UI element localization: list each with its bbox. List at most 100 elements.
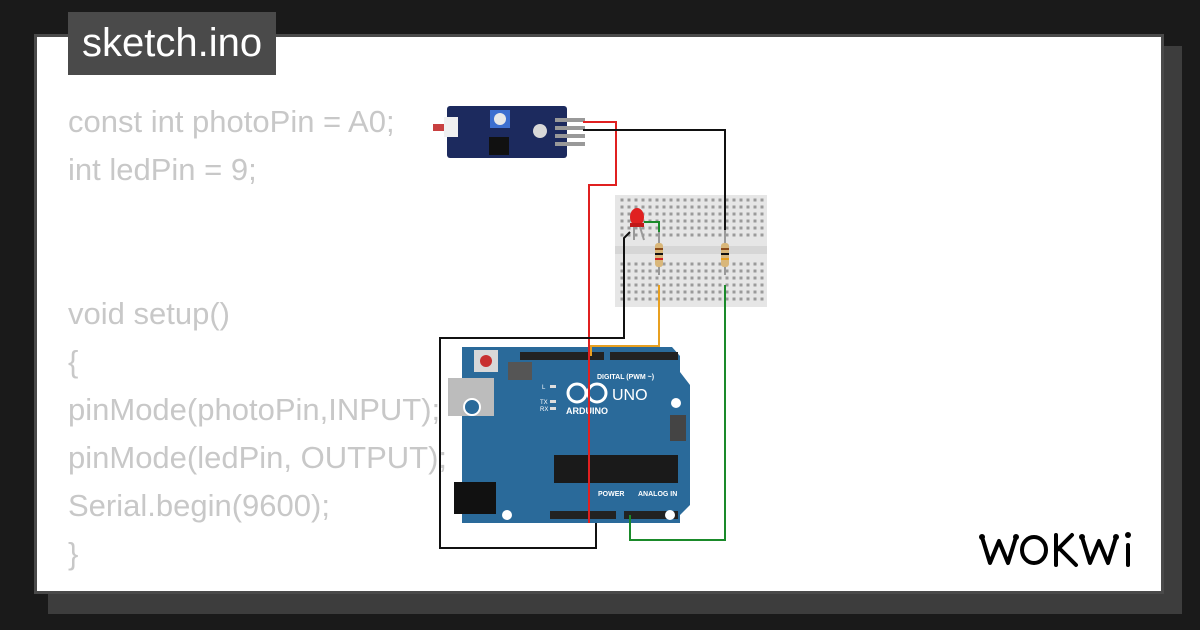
wire-black-gnd[interactable]: [439, 231, 631, 549]
breadboard-hole: [711, 290, 715, 294]
breadboard-hole: [648, 198, 652, 202]
breadboard-hole: [732, 233, 736, 237]
wire-red[interactable]: [583, 121, 617, 523]
breadboard-hole: [739, 290, 743, 294]
breadboard-hole: [711, 283, 715, 287]
breadboard-hole: [697, 219, 701, 223]
breadboard-hole: [620, 233, 624, 237]
breadboard-hole: [739, 233, 743, 237]
breadboard-hole: [753, 226, 757, 230]
breadboard-hole: [746, 290, 750, 294]
breadboard-hole: [627, 269, 631, 273]
power-header-label: POWER: [598, 491, 624, 498]
breadboard-hole: [655, 198, 659, 202]
breadboard-hole: [725, 297, 729, 301]
breadboard-hole: [725, 276, 729, 280]
breadboard-hole: [620, 290, 624, 294]
photoresistor-module[interactable]: [433, 106, 585, 158]
breadboard-hole: [739, 297, 743, 301]
wire-orange[interactable]: [590, 285, 660, 356]
breadboard-hole: [627, 198, 631, 202]
breadboard-hole: [662, 198, 666, 202]
board-brand-label: ARDUINO: [566, 406, 608, 416]
breadboard-hole: [704, 269, 708, 273]
breadboard-hole: [627, 290, 631, 294]
breadboard-hole: [662, 233, 666, 237]
code-line: {: [68, 344, 79, 379]
wokwi-logo: [979, 532, 1131, 567]
code-line: Serial.begin(9600);: [68, 488, 330, 523]
breadboard-hole: [683, 233, 687, 237]
breadboard-hole: [746, 198, 750, 202]
breadboard-hole: [760, 212, 764, 216]
breadboard-hole: [662, 226, 666, 230]
breadboard-hole: [683, 283, 687, 287]
breadboard-hole: [634, 205, 638, 209]
breadboard-hole: [669, 290, 673, 294]
breadboard-hole: [718, 212, 722, 216]
breadboard-hole: [711, 226, 715, 230]
resistor-1[interactable]: [655, 230, 663, 275]
breadboard-hole: [697, 276, 701, 280]
breadboard-hole: [676, 212, 680, 216]
breadboard-hole: [753, 297, 757, 301]
breadboard-hole: [732, 269, 736, 273]
breadboard-hole: [620, 262, 624, 266]
breadboard-hole: [697, 212, 701, 216]
on-led-label: ON: [692, 400, 703, 407]
breadboard-hole: [690, 233, 694, 237]
breadboard-hole: [655, 269, 659, 273]
wire-green-led[interactable]: [644, 221, 660, 232]
breadboard-hole: [662, 283, 666, 287]
code-line: pinMode(photoPin,INPUT);: [68, 392, 441, 427]
breadboard-hole: [648, 276, 652, 280]
breadboard-hole: [690, 262, 694, 266]
breadboard-hole: [711, 297, 715, 301]
wire-green-analog[interactable]: [629, 285, 726, 541]
breadboard-hole: [732, 205, 736, 209]
breadboard-hole: [641, 198, 645, 202]
breadboard-hole: [676, 233, 680, 237]
breadboard-hole: [669, 212, 673, 216]
breadboard-hole: [704, 198, 708, 202]
breadboard-hole: [662, 205, 666, 209]
breadboard-hole: [725, 283, 729, 287]
breadboard-hole: [753, 198, 757, 202]
breadboard-hole: [753, 283, 757, 287]
breadboard-hole: [676, 205, 680, 209]
file-tab[interactable]: sketch.ino: [68, 12, 277, 75]
breadboard-hole: [676, 276, 680, 280]
breadboard-hole: [732, 219, 736, 223]
red-led[interactable]: [630, 208, 645, 241]
breadboard-hole: [697, 283, 701, 287]
breadboard-hole: [753, 205, 757, 209]
breadboard-hole: [739, 283, 743, 287]
breadboard-hole: [690, 290, 694, 294]
breadboard-hole: [697, 205, 701, 209]
breadboard-hole: [641, 205, 645, 209]
breadboard-hole: [662, 297, 666, 301]
breadboard-hole: [662, 212, 666, 216]
breadboard-hole: [669, 262, 673, 266]
resistor-2[interactable]: [721, 230, 729, 275]
breadboard-hole: [683, 276, 687, 280]
breadboard-hole: [760, 290, 764, 294]
breadboard-hole: [746, 276, 750, 280]
breadboard-hole: [690, 198, 694, 202]
breadboard-hole: [760, 283, 764, 287]
breadboard-hole: [697, 226, 701, 230]
breadboard-hole: [704, 283, 708, 287]
l-led-label: L: [542, 385, 546, 391]
breadboard-hole: [662, 262, 666, 266]
breadboard-hole: [704, 205, 708, 209]
breadboard-hole: [669, 283, 673, 287]
code-line: }: [68, 536, 79, 571]
wire-black-sensor[interactable]: [583, 129, 726, 230]
breadboard-hole: [739, 226, 743, 230]
breadboard-hole: [739, 262, 743, 266]
breadboard-hole: [662, 276, 666, 280]
breadboard-hole: [725, 269, 729, 273]
arduino-uno-board[interactable]: UNO ARDUINO DIGITAL (PWM ~) POWER ANALOG…: [448, 347, 703, 523]
breadboard-hole: [641, 276, 645, 280]
breadboard-hole: [760, 205, 764, 209]
